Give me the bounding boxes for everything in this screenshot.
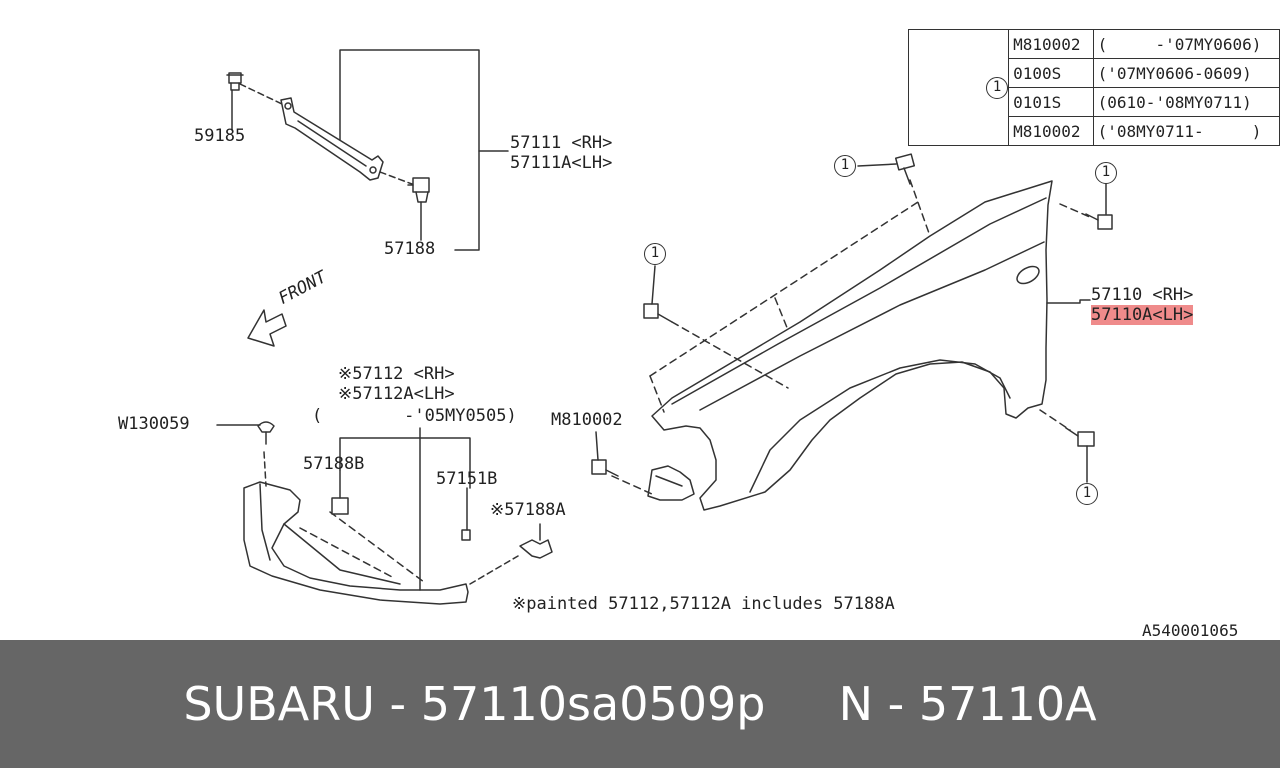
table-part: 0100S — [1008, 58, 1094, 88]
parts-diagram: 1 1 1 1 59185 57111 <RH> 57111A<LH> 5718… — [118, 29, 1280, 640]
label-57188: 57188 — [384, 239, 436, 259]
footer-text: SUBARU - 57110sa0509p N - 57110A — [0, 640, 1280, 768]
footer-banner: SUBARU - 57110sa0509p N - 57110A — [0, 640, 1280, 768]
table-row: M810002 ('08MY0711- ) — [909, 116, 1280, 146]
table-key-cell: 1 — [907, 29, 1010, 146]
footer-brand-part-number: SUBARU - 57110sa0509p — [183, 677, 766, 731]
label-w130059: W130059 — [118, 414, 190, 434]
label-m810002: M810002 — [551, 410, 623, 430]
bracket-assembly — [226, 49, 509, 251]
label-57188a: ※57188A — [490, 500, 566, 520]
callout-1-left: 1 — [644, 243, 666, 265]
callout-1-right: 1 — [1095, 162, 1117, 184]
clip-57188 — [407, 177, 430, 203]
diagram-drawing — [216, 49, 1113, 605]
label-57110-rh: 57110 <RH> — [1091, 285, 1194, 305]
fender-bolts — [591, 153, 1113, 483]
table-part: M810002 — [1008, 116, 1094, 146]
label-57188b: 57188B — [303, 454, 365, 474]
table-range: ('08MY0711- ) — [1092, 116, 1280, 146]
bolt-59185 — [226, 72, 244, 91]
highlighted-part-number: 57110A<LH> — [1091, 305, 1194, 325]
table-range: ('07MY0606-0609) — [1092, 58, 1280, 88]
footnote: ※painted 57112,57112A includes 57188A — [512, 594, 895, 614]
front-arrow — [247, 309, 287, 347]
table-row: 1 M810002 ( -'07MY0606) — [907, 29, 1280, 146]
label-cover-range: ( -'05MY0505) — [312, 406, 517, 426]
label-57111a-lh: 57111A<LH> — [510, 153, 613, 173]
footer-spacer — [765, 677, 838, 731]
table-part: M810002 — [1008, 29, 1094, 59]
table-row: 0101S (0610-'08MY0711) — [909, 87, 1280, 117]
fastener-guides — [611, 179, 1093, 495]
label-57151b: 57151B — [436, 469, 498, 489]
cover-57112 — [216, 421, 553, 605]
label-57110a-lh: 57110A<LH> — [1091, 305, 1194, 325]
fender-57110 — [647, 180, 1053, 511]
label-57112-rh: ※57112 <RH> — [338, 364, 455, 384]
callout-1-bottom: 1 — [1076, 483, 1098, 505]
label-57111-rh: 57111 <RH> — [510, 133, 613, 153]
label-59185: 59185 — [194, 126, 246, 146]
callout-1-table: 1 — [986, 77, 1009, 99]
table-range: ( -'07MY0606) — [1092, 29, 1280, 59]
table-range: (0610-'08MY0711) — [1092, 87, 1280, 117]
diagram-id: A540001065 — [1142, 621, 1239, 640]
reference-table: 1 M810002 ( -'07MY0606) 0100S ('07MY0606… — [907, 29, 1280, 146]
footer-oem-number: N - 57110A — [838, 677, 1097, 731]
callout-1-top: 1 — [834, 155, 856, 177]
label-57112a-lh: ※57112A<LH> — [338, 384, 455, 404]
table-part: 0101S — [1008, 87, 1094, 117]
